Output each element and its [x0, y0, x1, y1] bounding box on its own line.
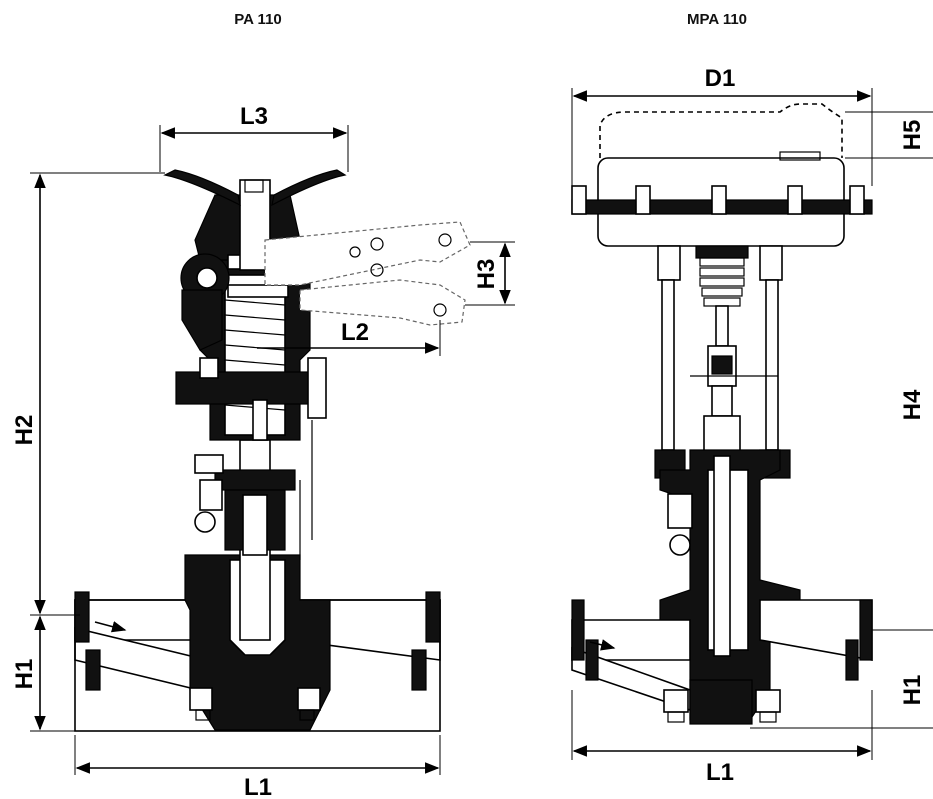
dim-label-h3: H3 [473, 259, 500, 290]
dim-label-l1-left: L1 [244, 774, 272, 799]
dim-label-h1-left: H1 [11, 659, 38, 690]
mpa110-valve: D1 H5 H4 H1 L1 [571, 65, 933, 786]
dim-label-h4: H4 [899, 389, 926, 420]
dim-label-h5: H5 [899, 120, 926, 151]
pa110-yoke [194, 420, 313, 641]
dim-label-l1-right: L1 [706, 759, 734, 786]
actuator-icon [571, 151, 873, 247]
mpa110-valve-body [571, 449, 873, 725]
dim-label-h1-right: H1 [899, 675, 926, 706]
mpa110-dimensions: D1 H5 H4 H1 L1 [571, 65, 933, 786]
left-view-title: PA 110 [234, 11, 282, 28]
dim-label-d1: D1 [705, 65, 736, 92]
dim-label-l2: L2 [341, 319, 369, 346]
dim-label-l3: L3 [240, 103, 268, 130]
pa110-valve: L3 H2 H1 L1 L2 H3 [11, 103, 515, 799]
flow-arrow-icon [589, 639, 616, 651]
pa110-spring-housing [175, 259, 327, 441]
handwheel-icon [163, 169, 347, 207]
pa110-lever [264, 221, 471, 326]
right-view-title: MPA 110 [687, 11, 747, 28]
flow-arrow-icon [94, 621, 127, 633]
dim-label-h2: H2 [11, 415, 38, 446]
pa110-dimensions: L3 H2 H1 L1 L2 H3 [11, 103, 515, 799]
